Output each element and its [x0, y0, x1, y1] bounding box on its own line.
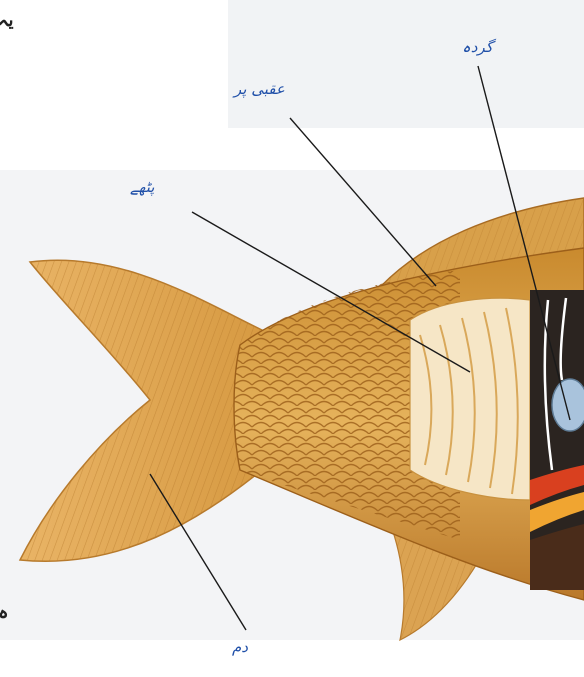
label-tail: دم — [232, 638, 248, 656]
edge-text-bottom: ہ — [0, 602, 9, 623]
kidney-organ — [552, 379, 584, 431]
label-dorsal-fin: عقبی پر — [234, 80, 285, 98]
label-panel — [228, 0, 584, 128]
label-muscles: پٹھے — [130, 178, 154, 196]
edge-text-top: یہ — [0, 10, 14, 31]
label-kidney: گردہ — [462, 38, 493, 56]
